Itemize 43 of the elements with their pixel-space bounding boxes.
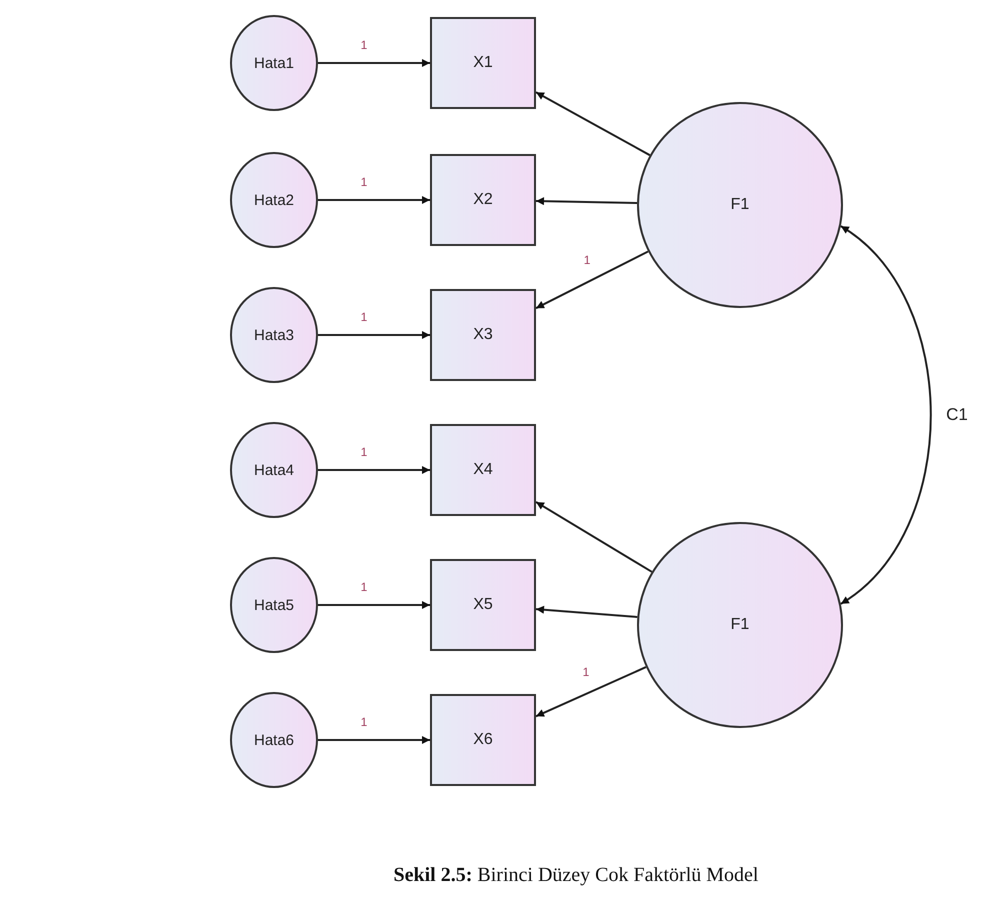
node-label: X4 <box>473 461 493 479</box>
edge-label: 1 <box>584 252 590 267</box>
arrow <box>536 91 650 156</box>
node-label: Hata6 <box>254 732 294 748</box>
node-label: X6 <box>473 731 493 749</box>
double-headed-arrow <box>840 225 932 605</box>
node-label: F1 <box>730 616 750 634</box>
edge-label: 1 <box>582 664 590 679</box>
observed-variable-box <box>430 424 536 516</box>
arrow <box>535 501 652 573</box>
arrow <box>318 736 430 744</box>
arrow <box>536 197 638 206</box>
arrow <box>318 331 430 339</box>
arrow <box>536 606 638 618</box>
observed-variable-box <box>430 154 536 246</box>
node-label: Hata5 <box>254 596 294 614</box>
node-label: Hata3 <box>254 326 294 344</box>
edge-label: 1 <box>360 715 368 729</box>
observed-variable-box <box>430 559 536 651</box>
observed-variable-box <box>430 694 536 786</box>
node-label: X1 <box>473 54 493 72</box>
edge-label: 1 <box>360 310 368 324</box>
node-label: Hata2 <box>254 192 294 208</box>
edge-label: 1 <box>360 175 368 189</box>
edge-label: 1 <box>360 38 368 52</box>
node-label: F1 <box>730 196 750 214</box>
edge-label: 1 <box>360 445 368 459</box>
edge-label: 1 <box>360 580 368 594</box>
arrow <box>536 666 646 718</box>
node-label: Hata1 <box>254 54 294 72</box>
arrow <box>318 196 430 204</box>
arrow <box>318 601 430 609</box>
node-label: Hata4 <box>254 462 294 478</box>
node-label: X3 <box>473 326 493 344</box>
edge-label: C1 <box>946 405 968 425</box>
arrow <box>318 466 430 474</box>
arrow <box>536 250 649 310</box>
observed-variable-box <box>430 289 536 381</box>
node-label: X2 <box>473 191 493 209</box>
figure-caption: Sekil 2.5: Birinci Düzey Cok Faktörlü Model <box>392 864 760 887</box>
node-label: X5 <box>473 596 493 614</box>
observed-variable-box <box>430 17 536 109</box>
arrow <box>318 59 430 67</box>
